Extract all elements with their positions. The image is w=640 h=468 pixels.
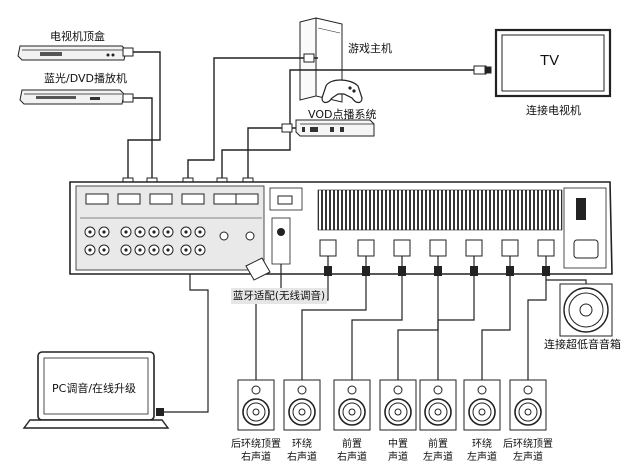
speaker-label-line1: 前置 bbox=[342, 439, 362, 450]
pc-label: PC调音/在线升级 bbox=[52, 382, 137, 395]
bluetooth-dongle-icon bbox=[245, 257, 271, 281]
stb-label: 电视机顶盒 bbox=[50, 30, 105, 43]
speaker-label: 前置左声道 bbox=[408, 438, 468, 464]
laptop-icon bbox=[22, 351, 170, 429]
speaker-label: 环绕左声道 bbox=[452, 438, 512, 464]
speaker-label-line2: 左声道 bbox=[513, 452, 543, 463]
speaker-label-line1: 前置 bbox=[428, 439, 448, 450]
speaker-icon bbox=[419, 379, 457, 431]
speaker-icon bbox=[333, 379, 371, 431]
speaker-label-line2: 右声道 bbox=[241, 452, 271, 463]
bluetooth-label: 蓝牙适配(无线调音) bbox=[231, 288, 327, 304]
speaker-label: 前置右声道 bbox=[322, 438, 382, 464]
speaker-label: 环绕右声道 bbox=[272, 438, 332, 464]
speaker-label-line1: 环绕 bbox=[472, 439, 492, 450]
speaker-icon bbox=[237, 379, 275, 431]
vod-label: VOD点播系统 bbox=[308, 108, 377, 121]
tv-screen-label: TV bbox=[540, 52, 560, 69]
av-receiver-rear-panel bbox=[69, 181, 613, 275]
subwoofer-label: 连接超低音音箱 bbox=[544, 338, 621, 351]
speaker-label-line1: 后环绕顶置 bbox=[503, 439, 553, 450]
speaker-label-line2: 右声道 bbox=[337, 452, 367, 463]
speaker-label-line2: 左声道 bbox=[467, 452, 497, 463]
speaker-label-line2: 右声道 bbox=[287, 452, 317, 463]
speaker-label: 后环绕顶置右声道 bbox=[226, 438, 286, 464]
hdmi-cables bbox=[123, 51, 480, 180]
speaker-label-line1: 中置 bbox=[388, 439, 408, 450]
set-top-box-icon bbox=[17, 45, 127, 61]
console-label: 游戏主机 bbox=[348, 42, 392, 55]
subwoofer-icon bbox=[559, 283, 613, 337]
tv-icon bbox=[494, 28, 612, 98]
wire-connectors bbox=[324, 266, 550, 276]
dvd-player-icon bbox=[19, 89, 125, 105]
speaker-icon bbox=[463, 379, 501, 431]
speaker-label-line2: 左声道 bbox=[423, 452, 453, 463]
speaker-label-line1: 后环绕顶置 bbox=[231, 439, 281, 450]
speaker-label: 中置声道 bbox=[368, 438, 428, 464]
vod-system-icon bbox=[295, 119, 375, 137]
tv-connect-label: 连接电视机 bbox=[526, 104, 581, 117]
speaker-icon bbox=[379, 379, 417, 431]
speaker-label-line1: 环绕 bbox=[292, 439, 312, 450]
speaker-label-line2: 声道 bbox=[388, 452, 408, 463]
speaker-label: 后环绕顶置左声道 bbox=[498, 438, 558, 464]
speaker-row bbox=[237, 379, 547, 431]
speaker-icon bbox=[283, 379, 321, 431]
speaker-icon bbox=[509, 379, 547, 431]
dvd-label: 蓝光/DVD播放机 bbox=[44, 72, 127, 85]
